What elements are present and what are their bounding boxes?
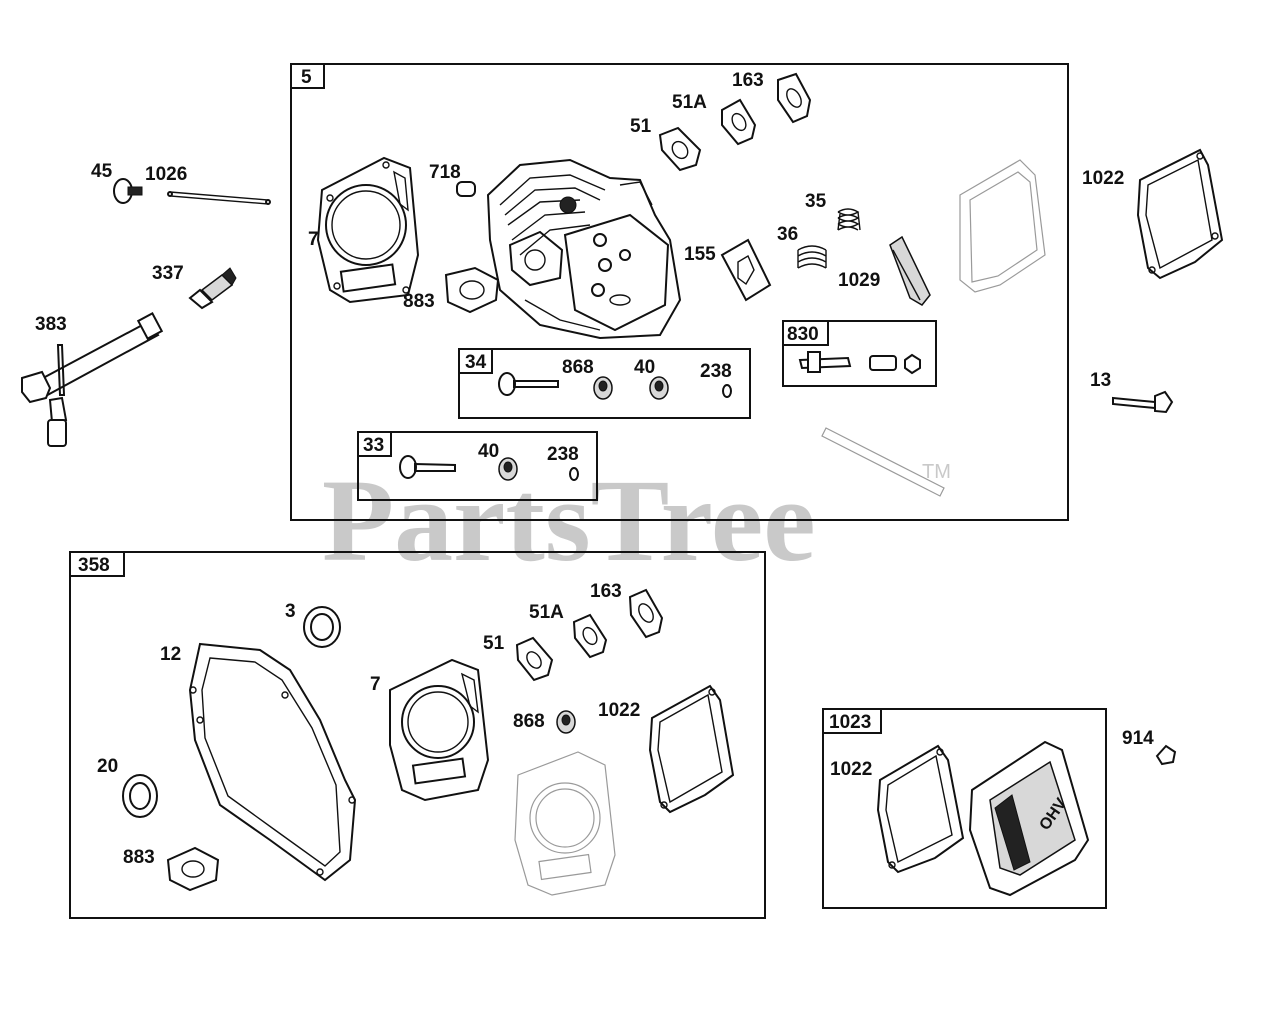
seal-45-icon[interactable]: [113, 178, 143, 204]
retainer-40-b-icon[interactable]: [498, 457, 518, 481]
label-238-box34[interactable]: 238: [700, 361, 732, 382]
pushrod-1026-icon[interactable]: [167, 191, 271, 205]
dowel-718-icon[interactable]: [456, 181, 476, 197]
label-3[interactable]: 3: [285, 601, 296, 622]
box-34-tag: [458, 348, 493, 374]
gasket-883-head-icon[interactable]: [444, 266, 500, 314]
label-1022-cover[interactable]: 1022: [830, 759, 872, 780]
watermark-trademark: TM: [922, 461, 951, 483]
head-gasket-7-set-icon[interactable]: [389, 658, 490, 802]
box-830-frame: [782, 320, 937, 387]
box-358-label[interactable]: 358: [78, 555, 110, 576]
box-1023-frame: [822, 708, 1107, 909]
label-337[interactable]: 337: [152, 263, 184, 284]
label-51-head[interactable]: 51: [630, 116, 652, 137]
label-7-head[interactable]: 7: [308, 229, 319, 250]
gasket-163-set-icon[interactable]: [628, 588, 664, 639]
rocker-gasket-1022-set-icon[interactable]: [648, 684, 735, 814]
label-40-box34[interactable]: 40: [634, 357, 655, 378]
spark-plug-wrench-383-icon[interactable]: [21, 312, 164, 447]
crankcase-gasket-12-icon[interactable]: [188, 642, 357, 882]
label-883-set[interactable]: 883: [123, 847, 155, 868]
ghost-gasket-icon: [959, 159, 1046, 293]
box-830-label[interactable]: 830: [787, 324, 819, 345]
adjusting-nut-830-icon[interactable]: [869, 353, 921, 375]
label-36[interactable]: 36: [777, 224, 798, 245]
label-7-set[interactable]: 7: [370, 674, 381, 695]
label-163-set[interactable]: 163: [590, 581, 622, 602]
label-155[interactable]: 155: [684, 244, 716, 265]
valve-33-icon[interactable]: [399, 455, 456, 479]
ghost-head-gasket-icon: [514, 751, 616, 896]
stud-830-icon[interactable]: [798, 351, 852, 373]
gasket-883-set-icon[interactable]: [166, 846, 220, 892]
oil-seal-3-icon[interactable]: [303, 606, 341, 648]
gasket-51a-head-icon[interactable]: [721, 98, 757, 146]
label-40-box33[interactable]: 40: [478, 441, 499, 462]
box-1023-tag: [822, 708, 882, 734]
bolt-914-icon[interactable]: [1155, 744, 1177, 766]
plate-155-icon[interactable]: [720, 238, 772, 302]
label-1026[interactable]: 1026: [145, 164, 187, 185]
rocker-arm-1029-icon[interactable]: [889, 235, 931, 306]
spring-35-icon[interactable]: [837, 208, 861, 231]
label-238-box33[interactable]: 238: [547, 444, 579, 465]
label-51a-head[interactable]: 51A: [672, 92, 707, 113]
box-5-label[interactable]: 5: [301, 67, 312, 88]
cylinder-head-icon[interactable]: [486, 158, 682, 340]
box-33-label[interactable]: 33: [363, 435, 384, 456]
spring-36-icon[interactable]: [797, 245, 827, 269]
seal-868-set-icon[interactable]: [556, 710, 576, 734]
label-914[interactable]: 914: [1122, 728, 1154, 749]
bolt-13-icon[interactable]: [1112, 390, 1174, 414]
label-13[interactable]: 13: [1090, 370, 1111, 391]
head-gasket-7-icon[interactable]: [316, 156, 420, 304]
box-34-frame: [458, 348, 751, 419]
label-1029[interactable]: 1029: [838, 270, 880, 291]
box-358-frame: [69, 551, 766, 919]
label-12[interactable]: 12: [160, 644, 181, 665]
gasket-163-head-icon[interactable]: [777, 72, 812, 124]
box-33-frame: [357, 431, 598, 501]
box-5-frame: [290, 63, 1069, 521]
rocker-cover-icon[interactable]: OHV: [968, 740, 1090, 897]
spark-plug-337-icon[interactable]: [188, 267, 237, 310]
label-20[interactable]: 20: [97, 756, 118, 777]
label-883-head[interactable]: 883: [403, 291, 435, 312]
label-51-set[interactable]: 51: [483, 633, 505, 654]
label-868-set[interactable]: 868: [513, 711, 545, 732]
box-358-tag: [69, 551, 125, 577]
retainer-40-a-icon[interactable]: [649, 376, 669, 400]
box-1023-label[interactable]: 1023: [829, 712, 871, 733]
label-383[interactable]: 383: [35, 314, 67, 335]
box-33-tag: [357, 431, 392, 457]
box-5-tag: [290, 63, 325, 89]
valve-34-icon[interactable]: [498, 372, 559, 396]
label-718[interactable]: 718: [429, 162, 461, 183]
label-45[interactable]: 45: [91, 161, 113, 182]
label-1022-set[interactable]: 1022: [598, 700, 640, 721]
rocker-gasket-1022-icon[interactable]: [1136, 148, 1224, 280]
pushrod-ghost-icon: [821, 427, 945, 497]
label-35[interactable]: 35: [805, 191, 827, 212]
label-163-head[interactable]: 163: [732, 70, 764, 91]
box-34-label[interactable]: 34: [465, 352, 487, 373]
gasket-51-set-icon[interactable]: [515, 636, 554, 682]
box-830-tag: [782, 320, 829, 346]
gasket-51a-set-icon[interactable]: [572, 613, 608, 659]
rocker-gasket-1022-cover-icon[interactable]: [876, 744, 965, 874]
oil-seal-20-icon[interactable]: [122, 774, 158, 818]
label-868-box34[interactable]: 868: [562, 357, 594, 378]
keeper-238-b-icon[interactable]: [569, 467, 579, 481]
seal-868-a-icon[interactable]: [593, 376, 613, 400]
label-1022-loose[interactable]: 1022: [1082, 168, 1124, 189]
label-51a-set[interactable]: 51A: [529, 602, 564, 623]
gasket-51-head-icon[interactable]: [658, 126, 702, 172]
keeper-238-a-icon[interactable]: [722, 384, 732, 398]
